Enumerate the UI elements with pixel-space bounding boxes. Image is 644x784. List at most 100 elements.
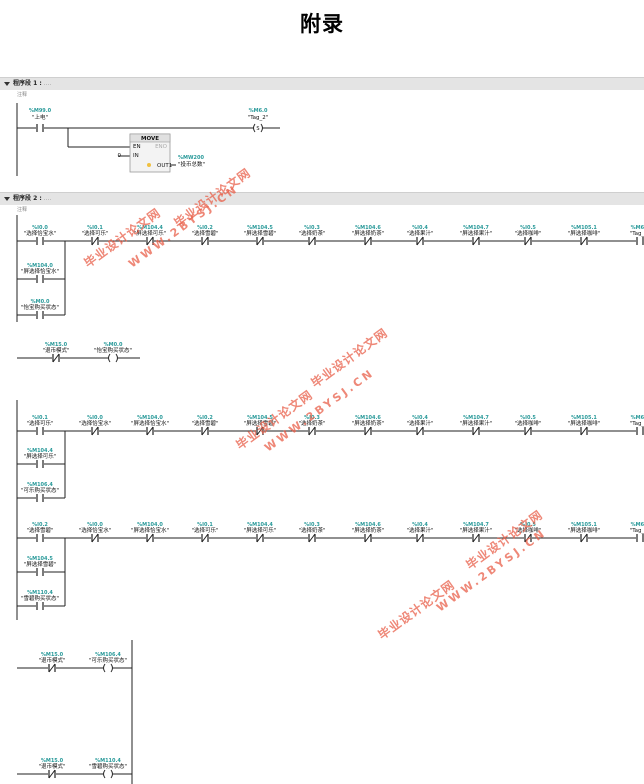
no-contact-element[interactable]: %M106.4"可乐购买状态" bbox=[21, 482, 59, 502]
element-addr: %M110.4 bbox=[27, 590, 53, 596]
network-comment: 注释 bbox=[17, 207, 28, 213]
nc-contact-element[interactable]: %I0.4"选择果汁" bbox=[406, 522, 434, 543]
contact-slash bbox=[580, 236, 588, 246]
nc-contact-element[interactable]: %M104.6"屏选择奶茶" bbox=[352, 225, 385, 246]
element-addr: %M104.5 bbox=[247, 415, 273, 421]
element-name: "可乐购买状态" bbox=[21, 486, 59, 494]
nc-contact-element[interactable]: %M104.0"屏选择恰宝水" bbox=[131, 415, 169, 436]
element-name: "选择可乐" bbox=[191, 526, 218, 534]
nc-contact-element[interactable]: %I0.1"选择可乐" bbox=[191, 522, 219, 543]
contact-slash bbox=[256, 426, 264, 436]
element-name: "屏选择果汁" bbox=[460, 229, 493, 237]
coil-element[interactable] bbox=[253, 123, 263, 133]
coil-element[interactable]: %M106.4"可乐购买状态" bbox=[89, 652, 127, 673]
wire-gap bbox=[636, 240, 644, 242]
nc-contact-element[interactable]: %I0.2"选择雪碧" bbox=[191, 415, 219, 436]
collapse-triangle-icon[interactable] bbox=[4, 196, 10, 201]
element-addr: %M106.4 bbox=[95, 652, 121, 658]
contact-slash bbox=[416, 236, 424, 246]
nc-contact-element[interactable]: %M15.0"退币模式" bbox=[38, 652, 66, 673]
element-addr: %I0.2 bbox=[197, 225, 213, 231]
nc-contact-element[interactable]: %I0.4"选择果汁" bbox=[406, 225, 434, 246]
no-contact-element[interactable]: %M6.0"Tag_2" bbox=[630, 225, 644, 245]
element-name: "屏选择奶茶" bbox=[352, 526, 385, 534]
contact-slash bbox=[416, 426, 424, 436]
element-name: "屏选择雪碧" bbox=[244, 419, 277, 427]
no-contact-element[interactable] bbox=[36, 124, 44, 132]
element-addr: %M104.7 bbox=[463, 522, 489, 528]
no-contact-element[interactable]: %I0.2"选择雪碧" bbox=[26, 522, 54, 542]
nc-contact-element[interactable]: %M105.1"屏选择咖啡" bbox=[568, 415, 601, 436]
nc-contact-element[interactable]: %I0.3"选择奶茶" bbox=[298, 225, 326, 246]
element-name: "选择奶茶" bbox=[298, 229, 325, 237]
coil-element[interactable]: %M0.0"怡宝购买状态" bbox=[94, 342, 132, 363]
page-title: 附录 bbox=[300, 12, 344, 36]
no-contact-element[interactable]: %I0.1"选择可乐" bbox=[26, 415, 54, 435]
element-addr: %M104.6 bbox=[355, 225, 381, 231]
contact-slash bbox=[48, 769, 56, 779]
element-addr: %M105.1 bbox=[571, 522, 597, 528]
element-addr: %I0.4 bbox=[412, 522, 428, 528]
nc-contact-element[interactable]: %I0.0"选择恰宝水" bbox=[79, 415, 112, 436]
coil-right-arc bbox=[110, 663, 113, 673]
network-header-1[interactable]: 程序段 1 : .... bbox=[0, 77, 644, 90]
nc-contact-element[interactable]: %I0.4"选择果汁" bbox=[406, 415, 434, 436]
nc-contact-element[interactable]: %M15.0"退币模式" bbox=[38, 758, 66, 779]
no-contact-element[interactable]: %I0.0"选择恰宝水" bbox=[24, 225, 57, 245]
contact-slash bbox=[146, 533, 154, 543]
nc-contact-element[interactable]: %M104.4"屏选择可乐" bbox=[134, 225, 167, 246]
nc-contact-element[interactable]: %M104.6"屏选择奶茶" bbox=[352, 522, 385, 543]
nc-contact-element[interactable]: %I0.0"选择恰宝水" bbox=[79, 522, 112, 543]
nc-contact-element[interactable]: %I0.3"选择奶茶" bbox=[298, 522, 326, 543]
element-addr: %M104.4 bbox=[247, 522, 273, 528]
no-contact-element[interactable]: %M6.0"Tag_2" bbox=[630, 415, 644, 435]
no-contact-element[interactable]: %M0.0"怡宝购买状态" bbox=[21, 299, 59, 319]
nc-contact-element[interactable]: %I0.3"选择奶茶" bbox=[298, 415, 326, 436]
element-addr: %I0.4 bbox=[412, 415, 428, 421]
wire-gap bbox=[36, 497, 44, 499]
collapse-triangle-icon[interactable] bbox=[4, 81, 10, 86]
network-header-2[interactable]: 程序段 2 : .... bbox=[0, 192, 644, 205]
element-addr: %M0.0 bbox=[31, 299, 50, 305]
nc-contact-element[interactable]: %M104.4"屏选择可乐" bbox=[244, 522, 277, 543]
no-contact-element[interactable]: %M104.0"屏选择恰宝水" bbox=[21, 263, 59, 283]
nc-contact-element[interactable]: %M104.5"屏选择雪碧" bbox=[244, 225, 277, 246]
nc-contact-element[interactable]: %I0.2"选择雪碧" bbox=[191, 225, 219, 246]
nc-contact-element[interactable]: %M104.5"屏选择雪碧" bbox=[244, 415, 277, 436]
nc-contact-element[interactable]: %M104.0"屏选择恰宝水" bbox=[131, 522, 169, 543]
element-name: "选择奶茶" bbox=[298, 419, 325, 427]
nc-contact-element[interactable]: %I0.5"选择咖啡" bbox=[514, 522, 542, 543]
element-name: "屏选择可乐" bbox=[24, 452, 57, 460]
element-name: "选择恰宝水" bbox=[24, 229, 57, 237]
nc-contact-element[interactable]: %M104.7"屏选择果汁" bbox=[460, 415, 493, 436]
wire-gap bbox=[36, 571, 44, 573]
no-contact-element[interactable]: %M6.0"Tag_2" bbox=[630, 522, 644, 542]
element-addr: %M105.1 bbox=[571, 225, 597, 231]
no-contact-element[interactable]: %M104.5"屏选择雪碧" bbox=[24, 556, 57, 576]
contact-slash bbox=[146, 236, 154, 246]
no-contact-element[interactable]: %M104.4"屏选择可乐" bbox=[24, 448, 57, 468]
nc-contact-element[interactable]: %M105.1"屏选择咖啡" bbox=[568, 522, 601, 543]
element-name: "选择咖啡" bbox=[514, 419, 541, 427]
element-name: "屏选择奶茶" bbox=[352, 229, 385, 237]
nc-contact-element[interactable]: %M104.7"屏选择果汁" bbox=[460, 522, 493, 543]
coil-element[interactable]: %M110.4"雪碧购买状态" bbox=[89, 758, 127, 779]
element-name: "选择咖啡" bbox=[514, 526, 541, 534]
move-en: EN bbox=[133, 144, 141, 150]
nc-contact-element[interactable]: %I0.1"选择可乐" bbox=[81, 225, 109, 246]
nc-contact-element[interactable]: %M105.1"屏选择咖啡" bbox=[568, 225, 601, 246]
nc-contact-element[interactable]: %I0.5"选择咖啡" bbox=[514, 225, 542, 246]
contact-slash bbox=[48, 663, 56, 673]
move-block[interactable]: MOVE EN ENO IN OUT1 0 %MW200 "投币总数" bbox=[118, 133, 206, 173]
no-contact-element[interactable]: %M110.4"雪碧购买状态" bbox=[21, 590, 59, 610]
nc-contact-element[interactable]: %M15.0"退币模式" bbox=[42, 342, 70, 363]
move-out-dot bbox=[147, 163, 151, 167]
wire-gap bbox=[636, 430, 644, 432]
watermark-text: 毕业设计论文网 bbox=[81, 205, 163, 271]
nc-contact-element[interactable]: %M104.6"屏选择奶茶" bbox=[352, 415, 385, 436]
nc-contact-element[interactable]: %I0.5"选择咖啡" bbox=[514, 415, 542, 436]
element-name: "选择恰宝水" bbox=[79, 419, 112, 427]
contact-slash bbox=[524, 533, 532, 543]
contact-slash bbox=[472, 426, 480, 436]
nc-contact-element[interactable]: %M104.7"屏选择果汁" bbox=[460, 225, 493, 246]
